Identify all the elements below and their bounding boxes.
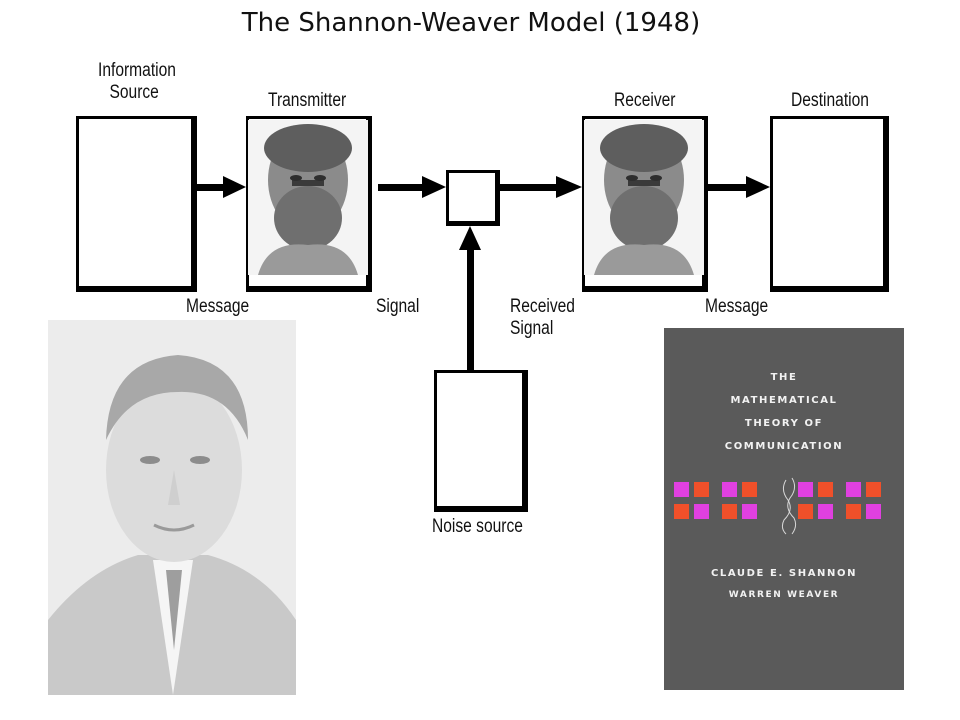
arrow-receiver-to-destination: [708, 176, 770, 198]
received-signal-label: Received Signal: [510, 296, 575, 339]
book-cover-square-pattern: [674, 477, 881, 535]
book-pattern-square: [818, 504, 833, 519]
book-cover: THE MATHEMATICAL THEORY OF COMMUNICATION…: [664, 328, 904, 690]
signal-label: Signal: [376, 296, 420, 317]
arrow-noise-to-channel: [459, 226, 481, 370]
arrow-transmitter-to-channel: [378, 176, 446, 198]
receiver-label: Receiver: [614, 90, 676, 111]
message-label-1: Message: [186, 296, 250, 317]
transmitter-label: Transmitter: [268, 90, 347, 111]
book-pattern-square: [722, 504, 737, 519]
aristotle-bust-image-receiver: [584, 120, 704, 275]
message-label-2: Message: [705, 296, 769, 317]
book-pattern-square: [846, 504, 861, 519]
book-pattern-square: [742, 482, 757, 497]
channel-box: [446, 170, 500, 226]
destination-box: [770, 116, 889, 292]
book-pattern-square: [674, 482, 689, 497]
book-pattern-square: [722, 482, 737, 497]
book-pattern-square: [674, 504, 689, 519]
book-title-line-3: THEORY OF: [744, 418, 824, 429]
book-pattern-square: [846, 482, 861, 497]
book-title-line-1: THE: [770, 372, 798, 383]
aristotle-bust-image-transmitter: [248, 120, 368, 275]
book-title-line-4: COMMUNICATION: [724, 441, 844, 452]
book-author-2: WARREN WEAVER: [728, 590, 840, 600]
book-pattern-square: [818, 482, 833, 497]
destination-label: Destination: [791, 90, 869, 111]
book-pattern-square: [694, 482, 709, 497]
book-pattern-square: [866, 482, 881, 497]
arrow-channel-to-receiver: [500, 176, 582, 198]
book-author-1: CLAUDE E. SHANNON: [710, 568, 858, 579]
information-source-box: [76, 116, 197, 292]
arrow-source-to-transmitter: [197, 176, 246, 198]
slide-title: The Shannon-Weaver Model (1948): [241, 8, 701, 38]
noise-source-label: Noise source: [432, 516, 523, 537]
information-source-label: Information Source: [98, 60, 176, 103]
book-title-line-2: MATHEMATICAL: [730, 395, 838, 406]
book-pattern-square: [694, 504, 709, 519]
book-pattern-square: [798, 482, 813, 497]
noise-source-box: [434, 370, 528, 512]
book-pattern-square: [798, 504, 813, 519]
claude-shannon-portrait: [48, 320, 296, 695]
book-pattern-square: [866, 504, 881, 519]
book-pattern-square: [742, 504, 757, 519]
